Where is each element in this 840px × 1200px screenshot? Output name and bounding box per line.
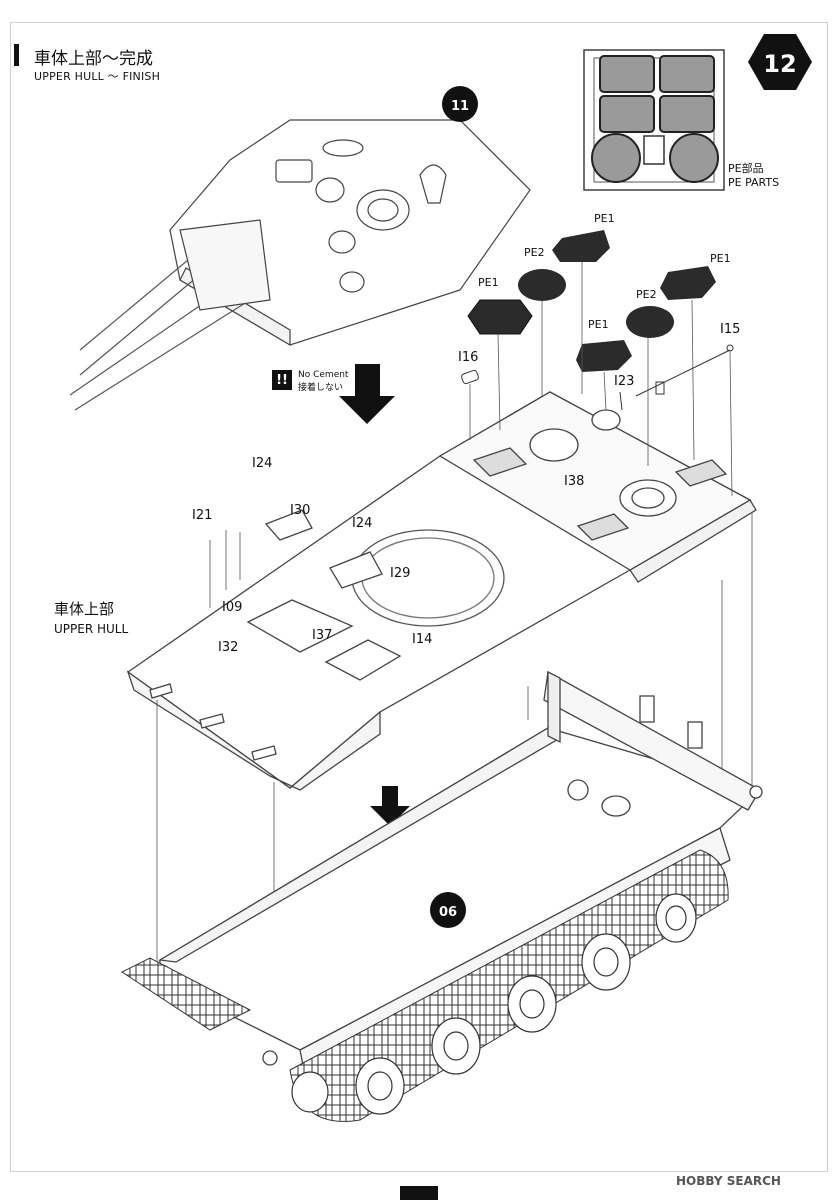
pe-part-pe2-right bbox=[626, 306, 674, 338]
label-i37: I37 bbox=[312, 628, 333, 643]
no-cement-icon: !! bbox=[272, 370, 292, 390]
svg-text:12: 12 bbox=[763, 50, 796, 78]
part-i16 bbox=[461, 369, 479, 385]
pe-part-pe1-right bbox=[660, 266, 716, 300]
label-pe1-left: PE1 bbox=[478, 276, 499, 289]
svg-text:11: 11 bbox=[451, 99, 469, 114]
label-i15: I15 bbox=[720, 322, 741, 337]
svg-text:06: 06 bbox=[439, 905, 457, 920]
label-i16: I16 bbox=[458, 350, 479, 365]
upper-hull bbox=[126, 391, 757, 791]
label-i24-left: I24 bbox=[252, 456, 273, 471]
page-frame bbox=[10, 22, 828, 1172]
pe-part-pe1-left bbox=[467, 299, 533, 335]
pe-part-pe2-left bbox=[518, 269, 566, 301]
label-pe2-left: PE2 bbox=[524, 246, 545, 259]
title-bar-mark bbox=[14, 44, 19, 66]
road-wheels bbox=[291, 893, 697, 1115]
label-i21: I21 bbox=[192, 508, 213, 523]
pe-parts-label-jp: PE部品 bbox=[728, 162, 764, 175]
no-cement-text-en: No Cement bbox=[298, 370, 349, 380]
upper-hull-label-jp: 車体上部 bbox=[54, 600, 115, 618]
turret-assembly bbox=[69, 119, 531, 411]
watermark: HOBBY SEARCH bbox=[676, 1174, 781, 1188]
label-pe1-top: PE1 bbox=[594, 212, 615, 225]
label-i14: I14 bbox=[412, 632, 433, 647]
label-pe1-mid: PE1 bbox=[588, 318, 609, 331]
down-arrow-large bbox=[339, 364, 395, 424]
page-title-jp: 車体上部〜完成 bbox=[34, 49, 153, 69]
label-i24-right: I24 bbox=[352, 516, 373, 531]
pe-parts-label-en: PE PARTS bbox=[728, 176, 780, 189]
label-i38: I38 bbox=[564, 474, 585, 489]
label-pe2-right: PE2 bbox=[636, 288, 657, 301]
pe-part-pe1-mid bbox=[576, 340, 632, 372]
part-i15-antenna bbox=[635, 344, 734, 397]
page-number-tab bbox=[400, 1186, 438, 1200]
page-title-en: UPPER HULL 〜 FINISH bbox=[34, 70, 161, 83]
label-i23: I23 bbox=[614, 374, 635, 389]
step-number-hex: 12 bbox=[748, 34, 812, 90]
lower-hull-ref-circle: 06 bbox=[430, 892, 466, 928]
turret-ref-circle: 11 bbox=[442, 86, 478, 122]
label-pe1-right: PE1 bbox=[710, 252, 731, 265]
pe-parts-sheet bbox=[583, 49, 725, 191]
label-i29: I29 bbox=[390, 566, 411, 581]
track-assembly bbox=[121, 849, 729, 1122]
upper-hull-label-en: UPPER HULL bbox=[54, 622, 129, 636]
label-i32: I32 bbox=[218, 640, 239, 655]
no-cement-text-jp: 接着しない bbox=[298, 383, 344, 393]
label-i30: I30 bbox=[290, 503, 311, 518]
pe-part-pe1-top bbox=[552, 230, 610, 262]
label-i09: I09 bbox=[222, 600, 243, 615]
part-i23 bbox=[619, 391, 623, 411]
